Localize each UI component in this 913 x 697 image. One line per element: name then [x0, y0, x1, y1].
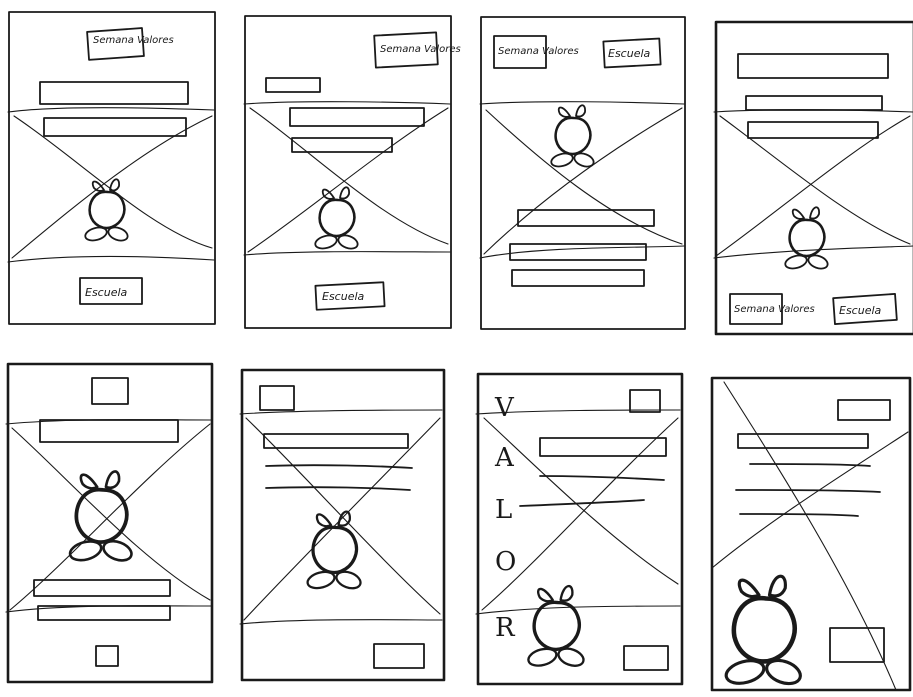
apple-character: [68, 471, 134, 563]
valor-letter-l: L: [495, 495, 512, 525]
apple-character: [784, 207, 830, 271]
header-badge: Semana Valores: [730, 294, 815, 324]
semana-valores-label: Semana Valores: [498, 46, 579, 57]
sketch-panel-7: V A L O R: [476, 374, 682, 684]
escuela-button: Escuela: [315, 282, 384, 310]
apple-character: [550, 105, 596, 169]
header-badge: Semana Valores: [87, 28, 174, 60]
semana-valores-label: Semana Valores: [734, 304, 815, 315]
sketch-panel-8: [712, 378, 910, 690]
sketch-panel-1: Semana Valores Escuela: [8, 12, 215, 324]
apple-character: [84, 179, 130, 243]
apple-character: [314, 187, 360, 251]
escuela-button: Escuela: [603, 39, 660, 68]
apple-character: [724, 576, 804, 688]
valor-letter-o: O: [495, 547, 516, 577]
semana-valores-label: Semana Valores: [380, 44, 461, 55]
valor-letter-a: A: [494, 443, 515, 473]
apple-character: [306, 512, 363, 592]
valor-letter-v: V: [494, 393, 515, 423]
escuela-button: Escuela: [80, 278, 142, 304]
sketch-panel-4: Semana Valores Escuela: [714, 22, 913, 334]
valor-letter-r: R: [495, 613, 516, 643]
escuela-label: Escuela: [839, 304, 882, 317]
semana-valores-label: Semana Valores: [93, 35, 174, 46]
apple-character: [527, 586, 586, 669]
header-badge: Semana Valores: [374, 32, 461, 67]
escuela-button: Escuela: [833, 294, 897, 324]
header-badge: Semana Valores: [494, 36, 579, 68]
sketch-panel-6: [240, 370, 444, 680]
escuela-label: Escuela: [608, 47, 651, 60]
sketch-panel-3: Semana Valores Escuela: [480, 17, 685, 329]
sketch-panel-2: Semana Valores Escuela: [244, 16, 461, 328]
sketch-panel-5: [6, 364, 212, 682]
escuela-label: Escuela: [85, 286, 128, 299]
escuela-label: Escuela: [322, 290, 365, 303]
